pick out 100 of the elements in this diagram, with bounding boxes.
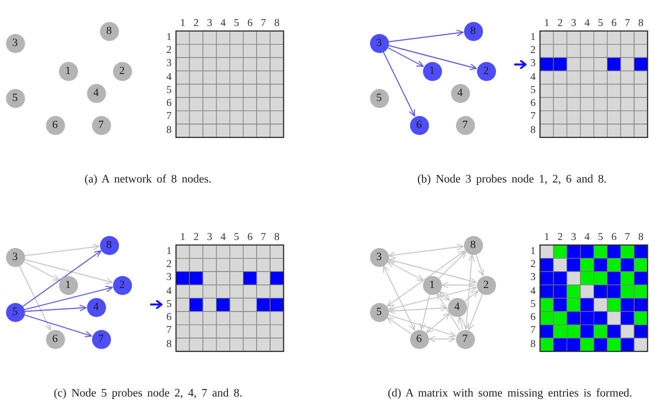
row-number: 5 (166, 300, 172, 310)
double-headed-arrow (387, 261, 424, 281)
row-number: 6 (530, 98, 536, 110)
column-number: 4 (220, 18, 226, 30)
column-number: 4 (584, 232, 590, 244)
double-headed-arrow (426, 312, 450, 334)
network-node: 4 (448, 298, 466, 316)
column-number: 7 (624, 18, 630, 30)
network-node: 3 (6, 34, 24, 52)
column-number: 1 (180, 18, 186, 30)
network-node: 1 (58, 276, 78, 294)
row-number: 1 (530, 246, 536, 257)
row-number: 1 (530, 32, 536, 43)
column-number: 8 (638, 18, 644, 30)
network-node: 4 (86, 84, 106, 102)
column-number: 6 (611, 232, 617, 244)
row-number: 2 (530, 260, 536, 270)
column-number: 4 (584, 18, 590, 30)
column-number: 6 (611, 18, 617, 30)
arrow (464, 290, 479, 302)
arrow (387, 47, 424, 67)
column-number: 4 (220, 232, 226, 244)
row-number: 1 (166, 32, 172, 43)
row-number: 7 (166, 326, 172, 337)
network-node: 8 (100, 236, 118, 254)
row-number: 7 (530, 112, 536, 123)
column-number: 8 (274, 232, 280, 244)
row-number: 4 (166, 72, 172, 83)
column-number: 5 (598, 18, 604, 30)
network-node: 6 (410, 330, 428, 348)
column-number: 3 (571, 18, 576, 30)
column-number: 2 (194, 18, 199, 30)
arrow (388, 314, 456, 338)
column-number: 2 (194, 232, 199, 244)
column-number: 1 (544, 232, 550, 244)
row-number: 5 (166, 86, 172, 96)
row-number: 6 (166, 312, 172, 324)
row-number: 3 (166, 59, 172, 70)
double-headed-arrow (382, 265, 416, 331)
row-number: 8 (166, 340, 172, 350)
arrow (388, 45, 477, 70)
double-headed-arrow (386, 250, 466, 307)
arrow (23, 261, 60, 281)
column-number: 7 (624, 232, 630, 244)
double-headed-arrow (428, 336, 456, 342)
double-headed-arrow (388, 258, 477, 284)
row-number: 4 (530, 286, 536, 297)
column-number: 1 (544, 18, 550, 30)
row-number: 8 (166, 126, 172, 136)
figure-caption: (a) A network of 8 nodes. (84, 174, 212, 186)
column-number: 7 (260, 18, 266, 30)
arrow (18, 265, 52, 331)
column-number: 5 (234, 18, 240, 30)
network-node: 7 (456, 116, 474, 134)
arrow (458, 316, 464, 330)
row-number: 3 (530, 273, 536, 284)
arrow (420, 294, 430, 330)
network-node: 2 (476, 62, 496, 80)
arrow (436, 292, 460, 332)
network-node: 7 (92, 116, 110, 134)
network-node: 5 (6, 302, 24, 322)
network-node: 3 (370, 248, 388, 266)
network-node: 5 (370, 302, 388, 322)
column-number: 2 (558, 232, 563, 244)
arrow (22, 250, 102, 307)
row-number: 7 (166, 112, 172, 123)
network-node: 8 (464, 236, 482, 254)
network-node: 5 (6, 88, 24, 108)
network-node: 7 (92, 330, 110, 348)
row-number: 3 (530, 59, 536, 70)
column-number: 6 (247, 18, 253, 30)
column-number: 2 (558, 18, 563, 30)
network-node: 6 (410, 116, 428, 134)
network-node: 2 (476, 276, 496, 294)
row-number: 8 (530, 126, 536, 136)
network-node: 3 (370, 34, 388, 52)
column-number: 3 (207, 18, 212, 30)
row-number: 6 (530, 312, 536, 324)
arrow (24, 259, 113, 284)
arrow (388, 30, 464, 42)
double-headed-arrow (388, 244, 464, 258)
row-number: 2 (166, 46, 172, 56)
network-node: 1 (422, 276, 442, 294)
row-number: 7 (530, 326, 536, 337)
network-node: 2 (112, 276, 132, 294)
network-node: 6 (46, 330, 64, 348)
arrow (386, 317, 412, 334)
network-node: 3 (6, 248, 24, 266)
row-number: 4 (530, 72, 536, 83)
row-number: 6 (166, 98, 172, 110)
row-number: 2 (166, 260, 172, 270)
column-number: 3 (207, 232, 212, 244)
arrow (24, 304, 87, 312)
arrow (382, 51, 416, 117)
column-number: 5 (234, 232, 240, 244)
row-number: 3 (166, 273, 172, 284)
arrow (24, 244, 100, 256)
figure-caption: (d) A matrix with some missing entries is formed. (388, 388, 632, 400)
double-headed-arrow (388, 286, 477, 312)
network-node: 6 (46, 116, 64, 134)
